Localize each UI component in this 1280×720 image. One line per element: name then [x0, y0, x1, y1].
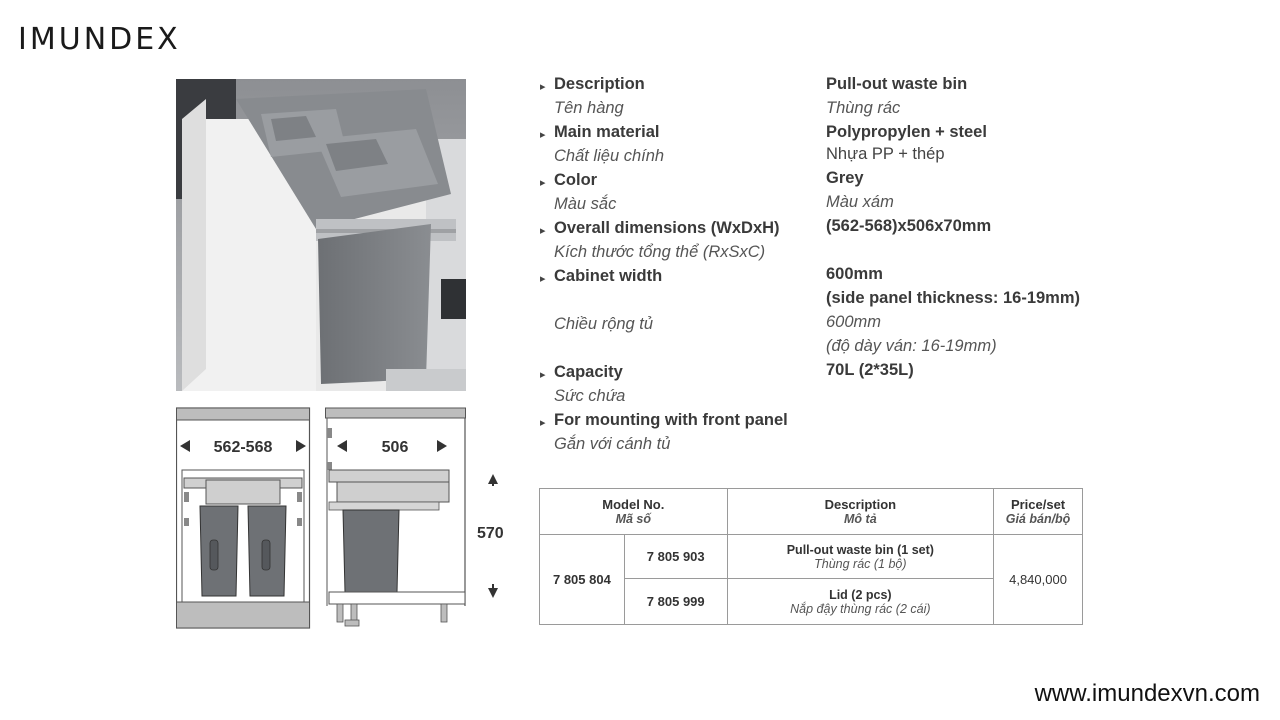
side-view-drawing: 506	[325, 406, 470, 631]
spec-label-en: Overall dimensions (WxDxH)	[554, 219, 780, 237]
item-code: 7 805 903	[623, 534, 728, 579]
spec-value-vi: 600mm	[826, 313, 882, 331]
spec-value-en: Pull-out waste bin	[826, 75, 968, 93]
spec-value-en: Grey	[826, 169, 864, 187]
arrow-right-icon	[296, 440, 306, 452]
spec-label-en: Cabinet width	[554, 267, 663, 285]
product-table: Model No. Mã số Description Mô tả Price/…	[539, 488, 1083, 625]
height-dim-arrows	[476, 470, 516, 600]
spec-label-en: Description	[554, 75, 645, 93]
spec-value-en-note: (side panel thickness: 16-19mm)	[826, 289, 1081, 307]
spec-value-vi: Thùng rác	[826, 99, 901, 117]
spec-value-vi: Nhựa PP + thép	[826, 145, 945, 163]
spec-value-vi: Màu xám	[826, 193, 894, 211]
spec-value-vi-note: (độ dày ván: 16-19mm)	[826, 337, 997, 355]
brand-logo: IMUNDEX	[18, 22, 181, 57]
bullet-icon: ▸	[540, 417, 546, 429]
depth-dim-label: 506	[382, 439, 409, 456]
spec-label-en: Main material	[554, 123, 660, 141]
header-description: Description Mô tả	[726, 488, 995, 535]
item-description: Pull-out waste bin (1 set) Thùng rác (1 …	[726, 534, 995, 579]
spec-label-en: Capacity	[554, 363, 623, 381]
spec-value-en: 600mm	[826, 265, 883, 283]
bullet-icon: ▸	[540, 273, 546, 285]
item-description: Lid (2 pcs) Nắp đậy thùng rác (2 cái)	[726, 578, 995, 625]
front-view-drawing: 562-568	[175, 406, 311, 631]
table-header-row: Model No. Mã số Description Mô tả Price/…	[539, 488, 1083, 535]
spec-label-vi: Màu sắc	[554, 195, 617, 213]
spec-label-vi: Gắn với cánh tủ	[554, 435, 671, 453]
header-price: Price/set Giá bán/bộ	[993, 488, 1083, 535]
bullet-icon: ▸	[540, 369, 546, 381]
bullet-icon: ▸	[540, 177, 546, 189]
arrow-left-icon	[180, 440, 190, 452]
price-value: 4,840,000	[993, 534, 1083, 625]
table-row: 7 805 999 Lid (2 pcs) Nắp đậy thùng rác …	[540, 578, 1083, 625]
spec-label-vi: Chất liệu chính	[554, 147, 665, 165]
product-photo	[176, 79, 466, 391]
bullet-icon: ▸	[540, 225, 546, 237]
website-url: www.imundexvn.com	[1034, 680, 1260, 707]
spec-value-en: (562-568)x506x70mm	[826, 217, 992, 235]
model-number: 7 805 804	[539, 534, 625, 625]
height-dim-label: 570	[477, 525, 504, 542]
bullet-icon: ▸	[540, 81, 546, 93]
spec-value-en: 70L (2*35L)	[826, 361, 914, 379]
spec-label-vi: Sức chứa	[554, 387, 626, 405]
bullet-icon: ▸	[540, 129, 546, 141]
spec-label-vi: Kích thước tổng thể (RxSxC)	[554, 243, 766, 261]
table-row: 7 805 804 7 805 903 Pull-out waste bin (…	[539, 534, 1083, 625]
width-dim-label: 562-568	[214, 439, 273, 456]
item-code: 7 805 999	[623, 578, 728, 625]
spec-label-vi: Tên hàng	[554, 99, 624, 117]
spec-label-en: Color	[554, 171, 598, 189]
arrow-down-icon	[488, 588, 498, 598]
arrow-right-icon	[437, 440, 447, 452]
spec-label-vi: Chiều rộng tủ	[554, 315, 654, 333]
spec-label-en: For mounting with front panel	[554, 411, 788, 429]
header-model: Model No. Mã số	[539, 488, 728, 535]
spec-value-en: Polypropylen + steel	[826, 123, 987, 141]
arrow-left-icon	[337, 440, 347, 452]
